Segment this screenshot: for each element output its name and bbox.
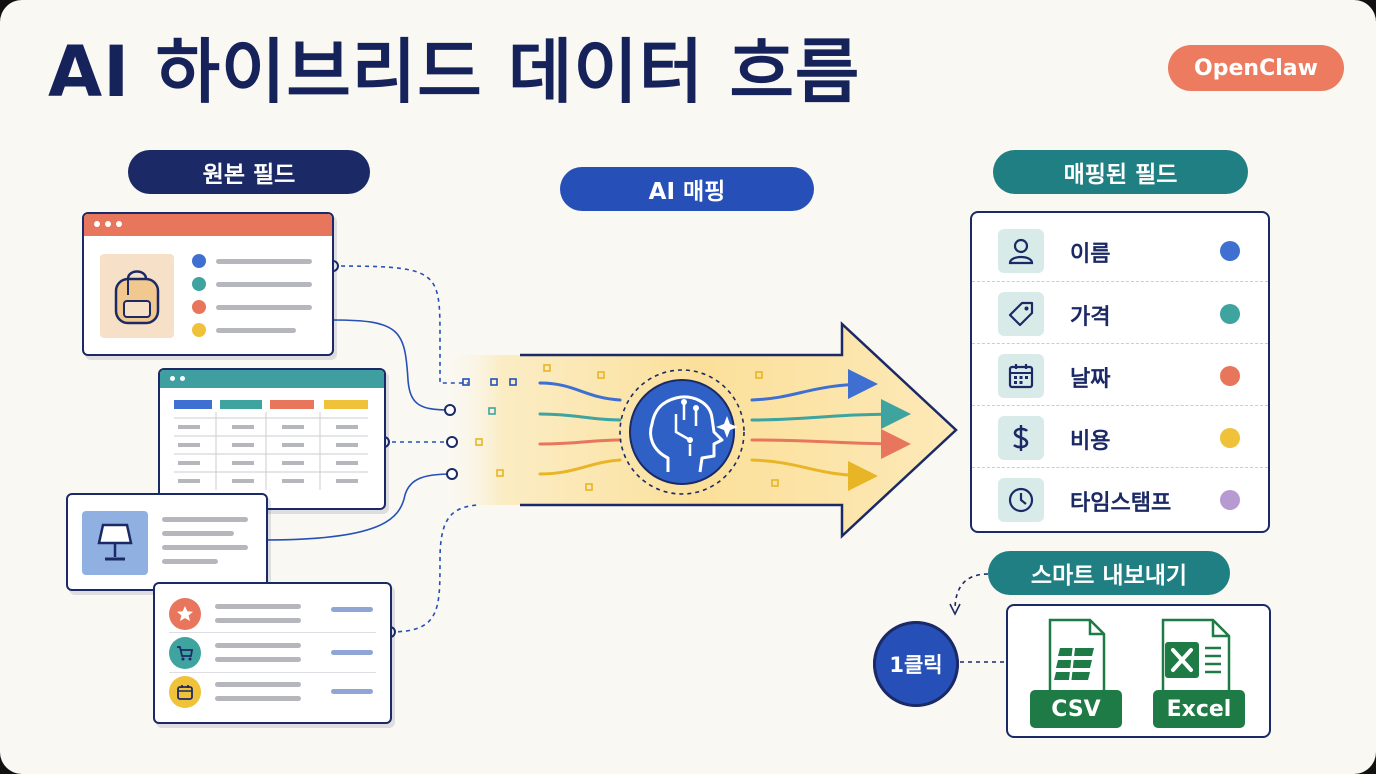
source-card-list [153, 582, 392, 724]
excel-label: Excel [1153, 690, 1245, 728]
ai-brain-icon [619, 369, 745, 495]
placeholder-line [162, 517, 248, 522]
excel-file-icon[interactable]: Excel [1151, 618, 1247, 728]
source-card-lamp [66, 493, 268, 591]
placeholder-line [216, 328, 296, 333]
placeholder-line [331, 650, 373, 655]
placeholder-line [162, 559, 218, 564]
field-dot [192, 254, 206, 268]
calendar-icon [998, 354, 1044, 398]
clock-icon [998, 478, 1044, 522]
lamp-icon [82, 511, 148, 575]
mapped-field-row: 이름 [972, 219, 1268, 280]
ai-mapping-label: AI 매핑 [560, 167, 814, 211]
mapped-field-label: 날짜 [1070, 367, 1111, 392]
mapped-field-label: 이름 [1070, 242, 1111, 267]
export-panel: CSV Excel [1006, 604, 1271, 738]
placeholder-line [162, 531, 234, 536]
dollar-icon [998, 416, 1044, 460]
window-title-bar [160, 370, 384, 388]
placeholder-line [215, 618, 301, 623]
mapped-field-label: 타임스탬프 [1070, 491, 1172, 516]
price-tag-icon [998, 292, 1044, 336]
placeholder-line [162, 545, 248, 550]
mapped-field-label: 가격 [1070, 305, 1111, 330]
mapped-field-label: 비용 [1070, 429, 1111, 454]
star-icon [169, 598, 201, 630]
mapped-fields-label: 매핑된 필드 [993, 150, 1248, 194]
one-click-button[interactable]: 1클릭 [873, 621, 959, 707]
field-color-dot [1220, 366, 1240, 386]
source-card-product [82, 212, 334, 356]
page-title: AI 하이브리드 데이터 흐름 [48, 31, 861, 113]
field-dot [192, 323, 206, 337]
csv-file-icon[interactable]: CSV [1028, 618, 1124, 728]
backpack-icon [100, 254, 174, 338]
calendar-icon [169, 676, 201, 708]
field-color-dot [1220, 304, 1240, 324]
window-title-bar [84, 214, 332, 236]
placeholder-line [215, 682, 301, 687]
placeholder-line [331, 607, 373, 612]
mapped-field-row: 타임스탬프 [972, 467, 1268, 529]
source-card-table [158, 368, 386, 510]
placeholder-line [215, 657, 301, 662]
placeholder-line [215, 643, 301, 648]
field-dot [192, 300, 206, 314]
mapped-fields-panel: 이름 가격 날짜 비용 타임스탬 [970, 211, 1270, 533]
field-color-dot [1220, 490, 1240, 510]
mapped-field-row: 가격 [972, 281, 1268, 343]
placeholder-line [216, 259, 312, 264]
mapped-field-row: 날짜 [972, 343, 1268, 405]
placeholder-line [215, 696, 301, 701]
csv-label: CSV [1030, 690, 1122, 728]
brand-badge: OpenClaw [1168, 45, 1344, 91]
shopping-cart-icon [169, 637, 201, 669]
field-color-dot [1220, 428, 1240, 448]
source-fields-label: 원본 필드 [128, 150, 370, 194]
placeholder-line [331, 689, 373, 694]
person-icon [998, 229, 1044, 273]
placeholder-line [215, 604, 301, 609]
field-color-dot [1220, 241, 1240, 261]
mapped-field-row: 비용 [972, 405, 1268, 467]
placeholder-line [216, 305, 312, 310]
field-dot [192, 277, 206, 291]
table-grid-icon [174, 400, 368, 490]
placeholder-line [216, 282, 312, 287]
smart-export-label: 스마트 내보내기 [988, 551, 1230, 595]
